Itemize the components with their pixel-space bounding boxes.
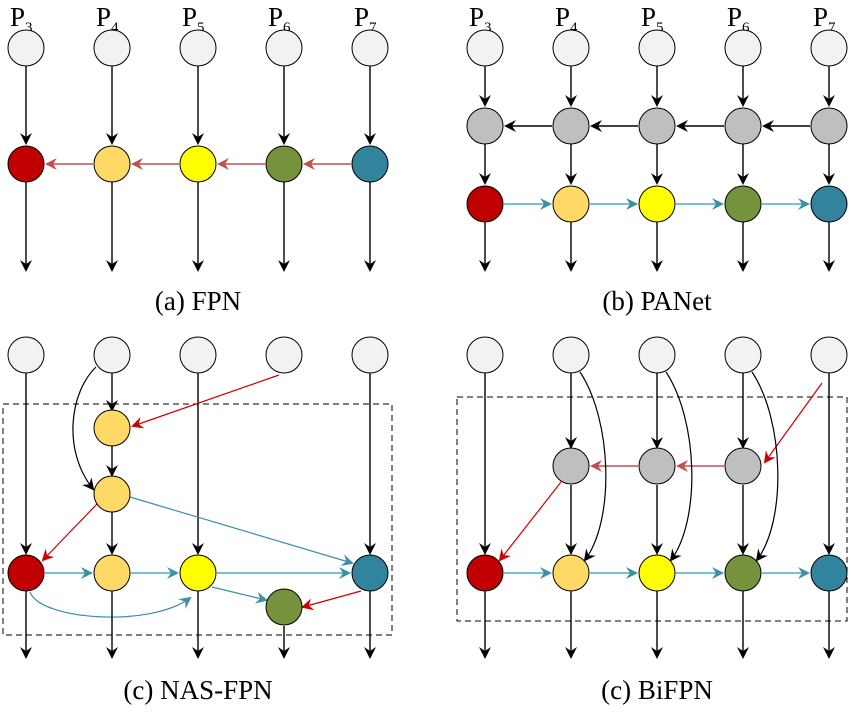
panet-input-node-p7 [810, 29, 848, 67]
bifpn-input-node-p3 [466, 336, 504, 374]
nasfpn-output-node-p7 [351, 554, 389, 592]
edge-nas-b-to-out7 [129, 496, 354, 566]
bifpn-output-node-p4 [552, 554, 590, 592]
fpn-input-node-p4 [93, 29, 131, 67]
edge-bi-in4-to-out4 [579, 371, 607, 562]
bifpn-repeat-block [456, 396, 848, 622]
level-label-p7: P7 [354, 2, 377, 36]
level-label-p6: P6 [268, 2, 291, 36]
fpn-output-node-p4 [93, 145, 131, 183]
bifpn-intermediate-node-p4 [552, 447, 590, 485]
panet-input-node-p6 [724, 29, 762, 67]
panet-intermediate-node-p7 [810, 107, 848, 145]
panel-nasfpn: (c) NAS-FPN [2, 336, 393, 705]
nasfpn-input-node-p6 [265, 336, 303, 374]
edge-nas-b-to-out3 [41, 503, 98, 562]
fpn-input-node-p7 [351, 29, 389, 67]
edge-bi-in5-to-out5 [665, 371, 693, 562]
panel-fpn: P3 P4 P5 P6 P7 (a) FPN [7, 2, 389, 316]
nasfpn-output-node-p4 [93, 554, 131, 592]
caption-bifpn: (c) BiFPN [601, 675, 713, 705]
panet-input-node-p5 [638, 29, 676, 67]
panet-intermediate-node-p4 [552, 107, 590, 145]
level-label-p7: P7 [813, 2, 836, 36]
edge-nas-out5-to-out6 [211, 586, 268, 604]
fpn-output-node-p6 [265, 145, 303, 183]
nasfpn-intermediate-node-b [93, 475, 131, 513]
edge-nas-in6-to-a [131, 374, 280, 429]
panet-intermediate-node-p6 [724, 107, 762, 145]
fpn-output-node-p7 [351, 145, 389, 183]
caption-fpn: (a) FPN [155, 286, 241, 316]
fpn-output-node-p3 [7, 145, 45, 183]
panet-intermediate-node-p5 [638, 107, 676, 145]
panet-output-node-p5 [638, 185, 676, 223]
level-label-p6: P6 [727, 2, 750, 36]
bifpn-intermediate-node-p6 [724, 447, 762, 485]
nasfpn-input-node-p3 [7, 336, 45, 374]
bifpn-input-node-p6 [724, 336, 762, 374]
nasfpn-input-node-p7 [351, 336, 389, 374]
nasfpn-output-node-p3 [7, 554, 45, 592]
panet-input-node-p3 [466, 29, 504, 67]
edge-bi-mid4-to-out3 [498, 481, 562, 562]
fpn-input-node-p6 [265, 29, 303, 67]
nasfpn-output-node-p5 [179, 554, 217, 592]
edge-bi-in7-to-mid6 [763, 382, 823, 464]
nasfpn-intermediate-node-a [93, 409, 131, 447]
bifpn-output-node-p3 [466, 554, 504, 592]
nasfpn-input-node-p4 [93, 336, 131, 374]
edge-nas-in4-to-b [72, 366, 97, 491]
panet-output-node-p7 [810, 185, 848, 223]
fpn-input-node-p5 [179, 29, 217, 67]
level-label-p3: P3 [469, 2, 492, 36]
panet-input-node-p4 [552, 29, 590, 67]
panet-output-node-p4 [552, 185, 590, 223]
panet-output-node-p3 [466, 185, 504, 223]
level-label-p5: P5 [182, 2, 205, 36]
edge-nas-out3-to-out5 [29, 591, 192, 618]
bifpn-intermediate-node-p5 [638, 447, 676, 485]
panel-bifpn: (c) BiFPN [456, 336, 848, 705]
panet-intermediate-node-p3 [466, 107, 504, 145]
bifpn-output-node-p7 [810, 554, 848, 592]
level-label-p5: P5 [641, 2, 664, 36]
level-label-p3: P3 [10, 2, 33, 36]
bifpn-output-node-p5 [638, 554, 676, 592]
caption-panet: (b) PANet [602, 286, 712, 316]
panet-output-node-p6 [724, 185, 762, 223]
level-label-p4: P4 [96, 2, 119, 36]
level-label-p4: P4 [555, 2, 578, 36]
nasfpn-output-node-p6 [265, 588, 303, 626]
edge-nas-out7-to-out6 [301, 590, 362, 611]
fpn-input-node-p3 [7, 29, 45, 67]
panel-panet: P3 P4 P5 P6 P7 [466, 2, 848, 316]
edge-bi-in6-to-out6 [751, 371, 779, 562]
bifpn-input-node-p5 [638, 336, 676, 374]
fpn-output-node-p5 [179, 145, 217, 183]
caption-nasfpn: (c) NAS-FPN [123, 675, 272, 705]
bifpn-input-node-p4 [552, 336, 590, 374]
bifpn-output-node-p6 [724, 554, 762, 592]
bifpn-input-node-p7 [810, 336, 848, 374]
nasfpn-input-node-p5 [179, 336, 217, 374]
